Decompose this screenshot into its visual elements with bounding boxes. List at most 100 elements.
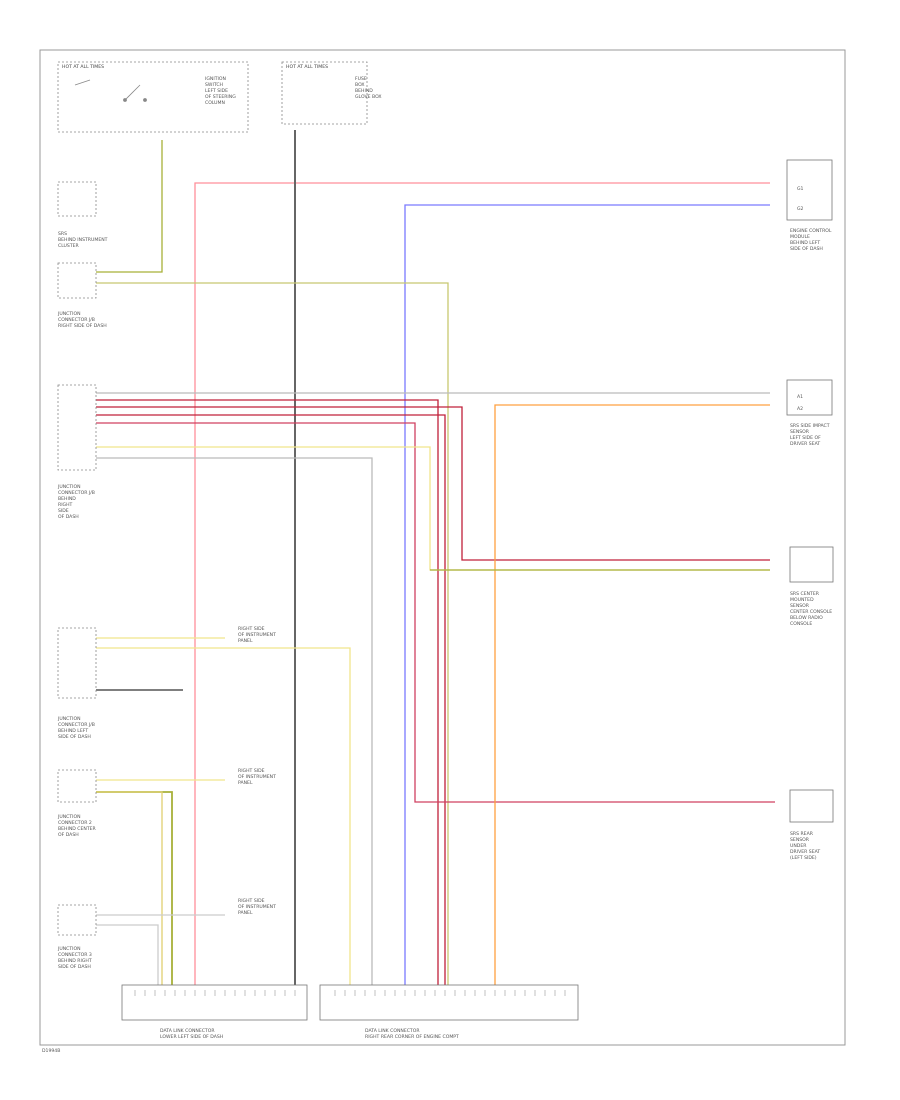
svg-text:(LEFT SIDE): (LEFT SIDE) (790, 855, 817, 861)
fuse-box: HOT AT ALL TIMES FUSE BOX BEHIND GLOVE B… (281, 61, 382, 125)
instrument-cluster-connector: SRS BEHIND INSTRUMENT CLUSTER (57, 181, 108, 249)
svg-text:LEFT SIDE: LEFT SIDE (205, 88, 228, 94)
svg-text:JUNCTION: JUNCTION (57, 311, 81, 317)
svg-text:CONNECTOR J/B: CONNECTOR J/B (58, 490, 95, 496)
wire-olive-ign (95, 140, 163, 273)
svg-text:BELOW RADIO: BELOW RADIO (790, 615, 823, 621)
rear-sensor: SRS REAR SENSOR UNDER DRIVER SEAT (LEFT … (789, 789, 834, 861)
svg-text:BEHIND RIGHT: BEHIND RIGHT (58, 958, 92, 964)
figure-id: D1994B (42, 1048, 60, 1054)
svg-text:COLUMN: COLUMN (205, 100, 225, 106)
svg-text:BEHIND LEFT: BEHIND LEFT (790, 240, 820, 246)
svg-text:IGNITION: IGNITION (205, 76, 226, 82)
svg-text:GLOVE BOX: GLOVE BOX (355, 94, 382, 100)
svg-text:RIGHT SIDE: RIGHT SIDE (238, 898, 265, 904)
svg-text:JUNCTION: JUNCTION (57, 484, 81, 490)
svg-text:SWITCH: SWITCH (205, 82, 223, 88)
diagram-frame (39, 49, 846, 1046)
svg-text:CONNECTOR J/B: CONNECTOR J/B (58, 722, 95, 728)
svg-text:A1: A1 (797, 394, 803, 400)
svg-text:MODULE: MODULE (790, 234, 810, 240)
wire-red (194, 182, 770, 985)
wires (95, 130, 775, 990)
svg-text:SRS REAR: SRS REAR (790, 831, 814, 837)
svg-text:BEHIND LEFT: BEHIND LEFT (58, 728, 88, 734)
wire-brownred-2 (95, 406, 770, 561)
svg-text:SRS: SRS (58, 231, 67, 237)
ignition-header: HOT AT ALL TIMES (62, 64, 104, 70)
svg-text:G1: G1 (797, 186, 804, 192)
side-impact-sensor: A1 A2 SRS SIDE IMPACT SENSOR LEFT SIDE O… (786, 379, 833, 447)
junction-top: JUNCTION CONNECTOR J/B RIGHT SIDE OF DAS… (57, 262, 107, 329)
wire-yellow-5 (95, 791, 163, 985)
wire-olive-3 (95, 791, 173, 985)
data-link-connector-left: DATA LINK CONNECTOR LOWER LEFT SIDE OF D… (121, 984, 308, 1040)
ignition-switch: HOT AT ALL TIMES IGNITION SWITCH LEFT SI… (57, 61, 249, 133)
svg-text:JUNCTION: JUNCTION (57, 716, 81, 722)
svg-text:A2: A2 (797, 406, 803, 412)
junction-low-3: JUNCTION CONNECTOR 3 BEHIND RIGHT SIDE O… (57, 898, 276, 970)
svg-text:JUNCTION: JUNCTION (57, 814, 81, 820)
svg-text:SRS CENTER: SRS CENTER (790, 591, 820, 597)
svg-text:MOUNTED: MOUNTED (790, 597, 814, 603)
junction-mid: JUNCTION CONNECTOR J/B BEHIND RIGHT SIDE… (57, 384, 97, 520)
wire-gray-2 (95, 457, 373, 990)
wire-blue (404, 204, 770, 990)
data-link-connector-right: DATA LINK CONNECTOR RIGHT REAR CORNER OF… (319, 984, 579, 1040)
svg-text:PANEL: PANEL (238, 638, 253, 644)
svg-text:PANEL: PANEL (238, 780, 253, 786)
svg-text:CONNECTOR 3: CONNECTOR 3 (58, 952, 92, 958)
svg-text:SIDE: SIDE (58, 508, 69, 514)
svg-text:DATA LINK CONNECTOR: DATA LINK CONNECTOR (365, 1028, 420, 1034)
center-sensor: SRS CENTER MOUNTED SENSOR CENTER CONSOLE… (789, 546, 834, 627)
svg-text:CONSOLE: CONSOLE (790, 621, 812, 627)
svg-text:CONNECTOR J/B: CONNECTOR J/B (58, 317, 95, 323)
svg-text:RIGHT SIDE: RIGHT SIDE (238, 768, 265, 774)
svg-text:SIDE OF DASH: SIDE OF DASH (58, 734, 91, 740)
svg-text:OF INSTRUMENT: OF INSTRUMENT (238, 904, 276, 910)
svg-text:FUSE: FUSE (355, 76, 367, 82)
svg-text:RIGHT SIDE OF DASH: RIGHT SIDE OF DASH (58, 323, 107, 329)
dlc-left-pins (134, 990, 296, 996)
junction-low-2: JUNCTION CONNECTOR 2 BEHIND CENTER OF DA… (57, 768, 276, 838)
svg-text:OF STEERING: OF STEERING (205, 94, 236, 100)
svg-text:UNDER: UNDER (790, 843, 807, 849)
engine-control-module: G1 G2 ENGINE CONTROL MODULE BEHIND LEFT … (786, 159, 833, 252)
svg-text:CONNECTOR 2: CONNECTOR 2 (58, 820, 92, 826)
wire-gray-4 (95, 924, 159, 985)
fuse-box-header: HOT AT ALL TIMES (286, 64, 328, 70)
svg-text:RIGHT SIDE: RIGHT SIDE (238, 626, 265, 632)
svg-text:CLUSTER: CLUSTER (58, 243, 80, 249)
svg-text:JUNCTION: JUNCTION (57, 946, 81, 952)
svg-text:SENSOR: SENSOR (790, 837, 810, 843)
svg-text:LOWER LEFT SIDE OF DASH: LOWER LEFT SIDE OF DASH (160, 1034, 223, 1040)
svg-text:RIGHT: RIGHT (58, 502, 73, 508)
wire-brownred-1 (95, 399, 439, 985)
svg-text:SRS SIDE IMPACT: SRS SIDE IMPACT (790, 423, 830, 429)
switch-icon (74, 79, 147, 102)
svg-text:DATA LINK CONNECTOR: DATA LINK CONNECTOR (160, 1028, 215, 1034)
wire-brownred-3 (95, 414, 446, 985)
svg-text:BEHIND: BEHIND (58, 496, 76, 502)
svg-text:RIGHT REAR CORNER OF ENGINE CO: RIGHT REAR CORNER OF ENGINE COMPT (365, 1034, 459, 1040)
svg-text:OF INSTRUMENT: OF INSTRUMENT (238, 774, 276, 780)
svg-text:CENTER CONSOLE: CENTER CONSOLE (790, 609, 832, 615)
wire-yellow-3 (95, 647, 351, 990)
dlc-right-pins (334, 990, 566, 996)
wire-brownred-4 (95, 422, 775, 803)
svg-text:BEHIND CENTER: BEHIND CENTER (58, 826, 97, 832)
svg-text:G2: G2 (797, 206, 804, 212)
svg-text:OF DASH: OF DASH (58, 514, 79, 520)
svg-text:OF INSTRUMENT: OF INSTRUMENT (238, 632, 276, 638)
svg-text:DRIVER SEAT: DRIVER SEAT (790, 441, 820, 447)
junction-low-1: JUNCTION CONNECTOR J/B BEHIND LEFT SIDE … (57, 626, 276, 740)
wire-yellow-1 (95, 446, 770, 571)
svg-text:OF DASH: OF DASH (58, 832, 79, 838)
svg-text:DRIVER SEAT: DRIVER SEAT (790, 849, 820, 855)
svg-text:SENSOR: SENSOR (790, 429, 810, 435)
svg-text:PANEL: PANEL (238, 910, 253, 916)
svg-text:BEHIND: BEHIND (355, 88, 373, 94)
svg-text:BOX: BOX (355, 82, 365, 88)
svg-text:BEHIND INSTRUMENT: BEHIND INSTRUMENT (58, 237, 108, 243)
